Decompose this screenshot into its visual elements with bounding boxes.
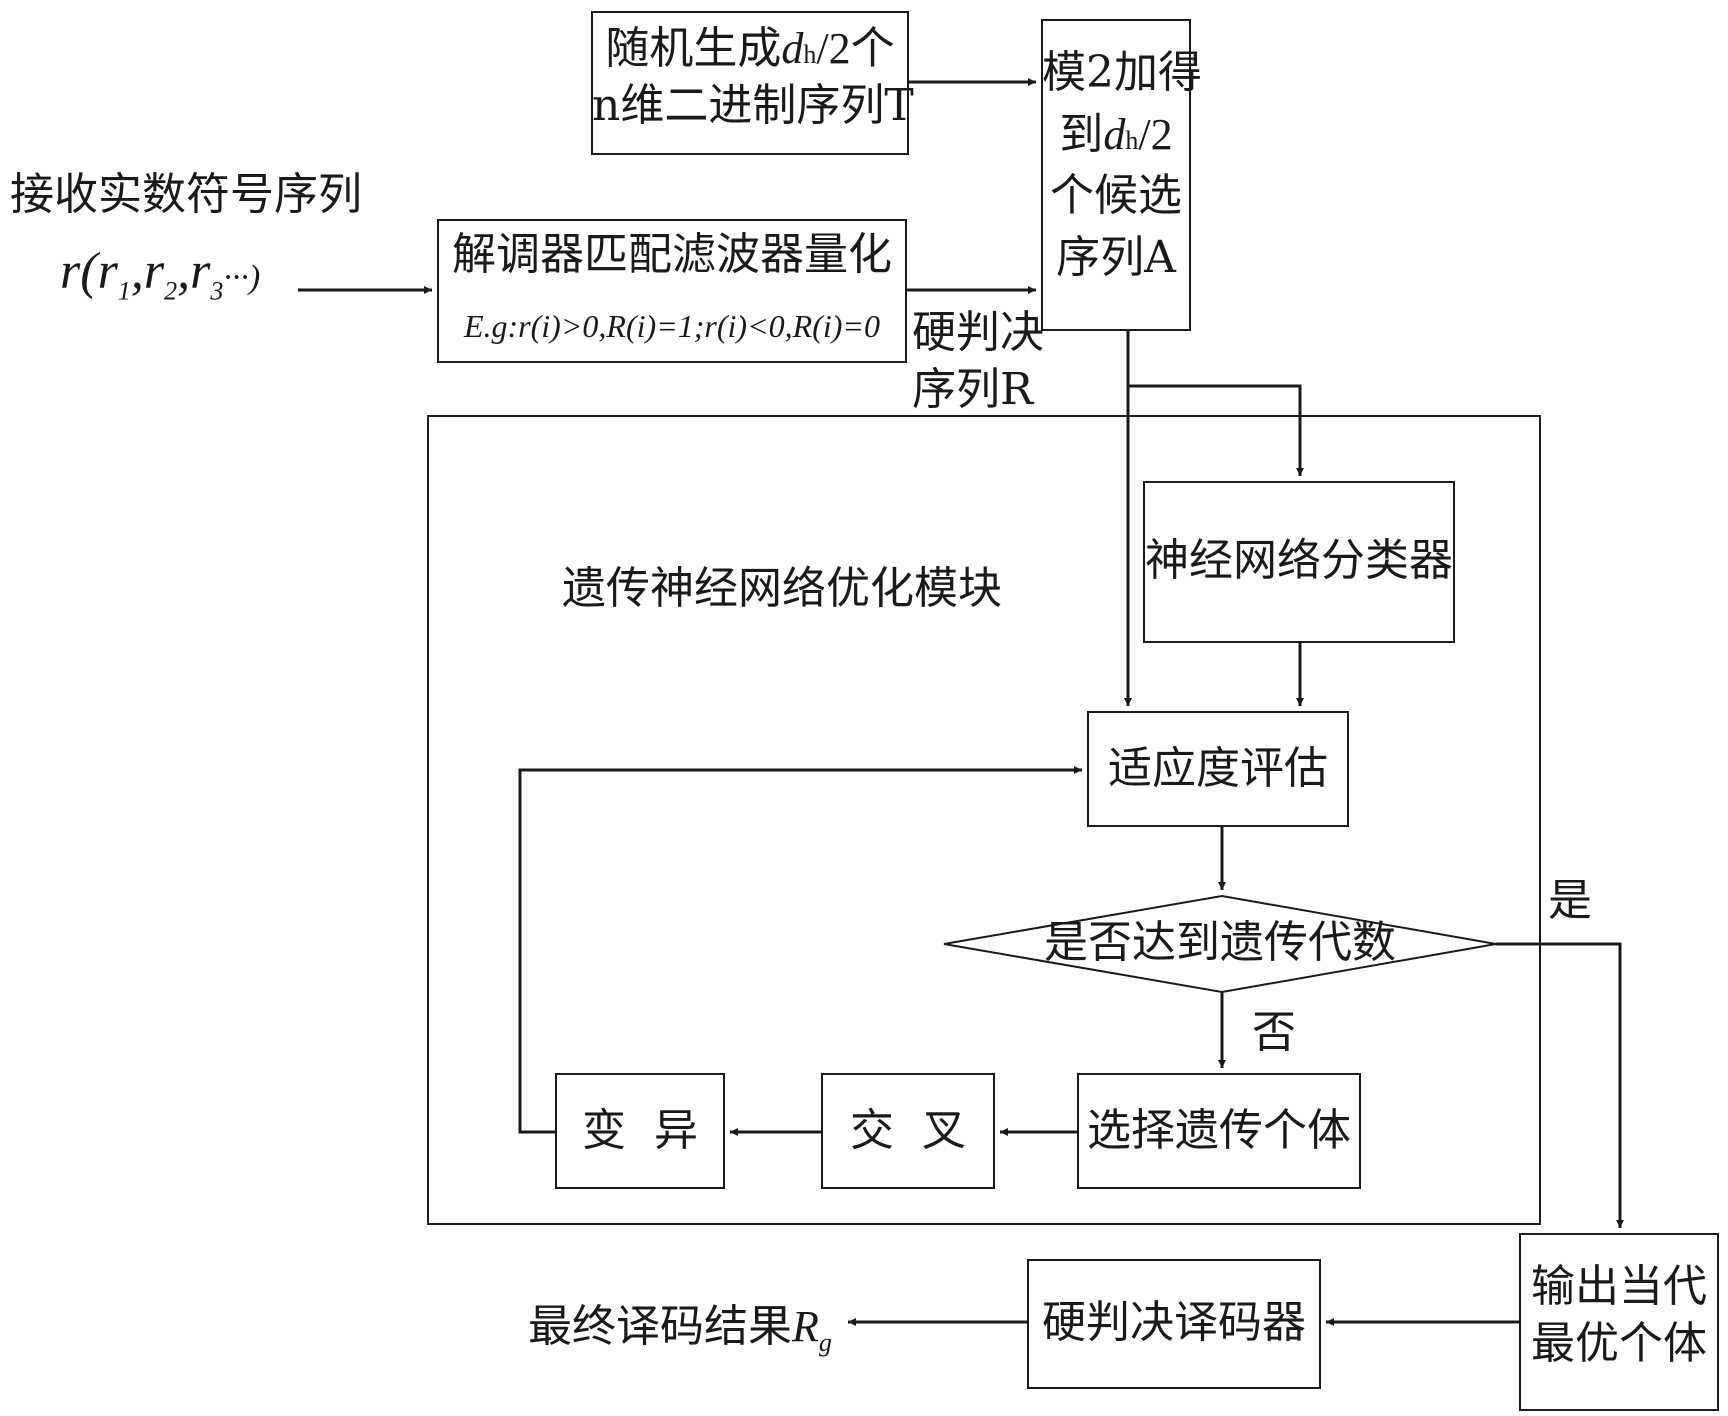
input-sequence: r(r1,r2,r3···) xyxy=(60,238,260,308)
input-title: 接收实数符号序列 xyxy=(10,166,362,223)
no-label: 否 xyxy=(1252,1004,1296,1061)
seq-sub3: 3 xyxy=(210,276,223,305)
random-gen-pre: 随机生成 xyxy=(605,23,781,74)
seq-sub2: 2 xyxy=(164,276,177,305)
seq-r2: r xyxy=(144,243,164,300)
seq-comma2: , xyxy=(177,243,190,300)
random-gen-post: /2个 xyxy=(816,24,894,73)
decision-yes-arrow xyxy=(1496,944,1620,1228)
result-label: 最终译码结果Rg xyxy=(528,1298,832,1360)
random-gen-line1: 随机生成dh/2个 xyxy=(592,20,908,77)
mod2-to-nn-arrow xyxy=(1128,386,1300,476)
mod2-line2: 到dh/2 xyxy=(1042,104,1190,166)
result-sub: g xyxy=(819,1328,832,1357)
mod2-d: d xyxy=(1103,110,1125,159)
crossover-label: 交 叉 xyxy=(822,1102,994,1159)
mod2-label: 模2加得 到dh/2 个候选 序列A xyxy=(1042,42,1190,288)
seq-r: r xyxy=(60,243,80,300)
seq-r1: r xyxy=(98,243,118,300)
output-best-line2: 最优个体 xyxy=(1520,1315,1718,1372)
result-R: R xyxy=(792,1302,819,1351)
seq-tail: ···) xyxy=(223,259,260,296)
hard-seq-label: 硬判决 序列R xyxy=(912,304,1044,418)
decoder-label: 硬判决译码器 xyxy=(1028,1294,1320,1351)
seq-r3: r xyxy=(190,243,210,300)
seq-open: ( xyxy=(80,243,97,300)
mod2-line2-post: /2 xyxy=(1138,110,1172,159)
mod2-line4: 序列A xyxy=(1042,227,1190,289)
random-gen-h: h xyxy=(803,40,816,69)
hard-seq-line1: 硬判决 xyxy=(912,304,1044,361)
mod2-line1: 模2加得 xyxy=(1042,42,1190,104)
module-title: 遗传神经网络优化模块 xyxy=(562,560,1002,617)
demod-title: 解调器匹配滤波器量化 xyxy=(438,226,906,283)
mod2-line3: 个候选 xyxy=(1042,165,1190,227)
nn-classifier-label: 神经网络分类器 xyxy=(1144,532,1454,589)
seq-comma1: , xyxy=(131,243,144,300)
random-gen-line2: n维二进制序列T xyxy=(592,77,908,134)
output-best-line1: 输出当代 xyxy=(1520,1258,1718,1315)
random-gen-label: 随机生成dh/2个 n维二进制序列T xyxy=(592,20,908,134)
mod2-h: h xyxy=(1125,126,1138,155)
fitness-label: 适应度评估 xyxy=(1088,740,1348,797)
mod2-line2-pre: 到 xyxy=(1059,109,1103,160)
random-gen-d: d xyxy=(781,24,803,73)
output-best-label: 输出当代 最优个体 xyxy=(1520,1258,1718,1372)
select-label: 选择遗传个体 xyxy=(1078,1102,1360,1159)
demod-rule: E.g:r(i)>0,R(i)=1;r(i)<0,R(i)=0 xyxy=(438,306,906,348)
hard-seq-line2: 序列R xyxy=(912,361,1044,418)
yes-label: 是 xyxy=(1548,872,1592,929)
decision-label: 是否达到遗传代数 xyxy=(944,914,1496,971)
seq-sub1: 1 xyxy=(118,276,131,305)
result-text: 最终译码结果 xyxy=(528,1301,792,1352)
mutation-label: 变 异 xyxy=(556,1102,724,1159)
